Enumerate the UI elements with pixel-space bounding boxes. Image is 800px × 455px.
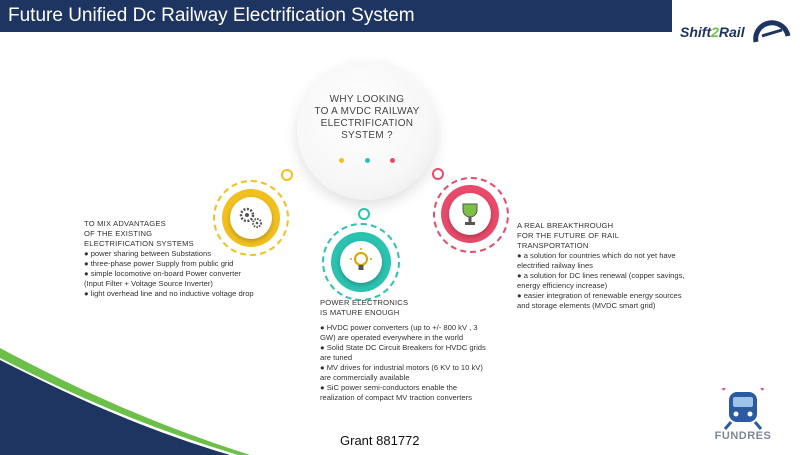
right-text-block: A REAL BREAKTHROUGH FOR THE FUTURE OF RA… [517, 221, 685, 310]
middle-text-block: POWER ELECTRONICS IS MATURE ENOUGH ● HVD… [320, 298, 486, 402]
shift2rail-logo: Shift2Rail [680, 10, 792, 46]
lightbulb-icon [350, 248, 372, 270]
yellow-dot [339, 158, 345, 163]
fundres-text: FUNDRES [714, 430, 772, 442]
pink-connector [432, 168, 444, 180]
color-dots [297, 150, 437, 168]
yellow-connector [281, 169, 293, 181]
decorative-swoosh [0, 348, 250, 455]
yellow-dashed-ring [213, 180, 289, 256]
pink-dot [389, 158, 395, 163]
train-icon [721, 377, 765, 430]
logo-two-text: 2 [711, 24, 719, 40]
teal-dashed-ring [322, 223, 400, 301]
train-arc-icon [753, 20, 791, 43]
title-bar: Future Unified Dc Railway Electrificatio… [0, 0, 672, 32]
pink-dashed-ring [433, 177, 509, 253]
logo-rail-text: Rail [718, 24, 745, 40]
fundres-logo: FUNDRES [703, 377, 783, 448]
logo-shift-text: Shift [680, 24, 712, 40]
central-question-bubble: WHY LOOKING TO A MVDC RAILWAY ELECTRIFIC… [297, 60, 437, 200]
trophy-badge [449, 193, 491, 235]
lightbulb-badge [340, 241, 382, 283]
central-question: WHY LOOKING TO A MVDC RAILWAY ELECTRIFIC… [314, 94, 420, 141]
left-text-block: TO MIX ADVANTAGES OF THE EXISTING ELECTR… [84, 219, 254, 298]
page-title: Future Unified Dc Railway Electrificatio… [8, 5, 415, 26]
teal-dot [364, 158, 370, 163]
gears-icon [239, 207, 262, 228]
teal-connector [358, 208, 370, 220]
trophy-icon [462, 203, 478, 225]
gears-badge [230, 197, 272, 239]
grant-number: Grant 881772 [340, 433, 420, 448]
